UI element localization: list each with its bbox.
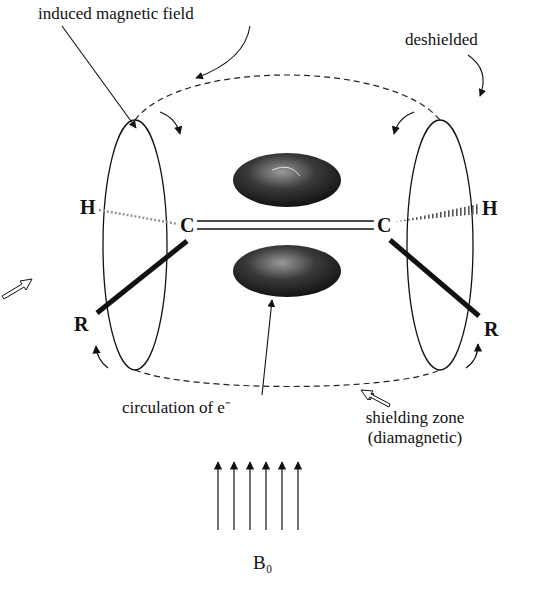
double-bond — [197, 228, 374, 230]
orbital-highlight — [272, 167, 300, 176]
p-orbital-lobe — [233, 153, 341, 207]
hashed-wedge-bond — [394, 204, 479, 222]
p-orbital-lobe — [233, 245, 341, 297]
leader-line — [468, 55, 483, 96]
double-bond — [197, 220, 374, 222]
hollow-arrow — [361, 390, 390, 407]
field-arrow — [160, 112, 180, 134]
callout-label: induced magnetic field — [38, 4, 194, 24]
leader-line — [62, 26, 136, 128]
callout-label: deshielded — [405, 30, 478, 50]
atom-label: C — [180, 214, 194, 237]
field-loop — [103, 120, 167, 370]
field-arrow — [233, 462, 234, 530]
field-arrow — [394, 112, 414, 134]
field-arrow — [217, 462, 218, 530]
field-arrow — [96, 346, 108, 368]
applied-field-arrows — [218, 462, 298, 530]
field-arrow — [265, 462, 266, 530]
callout-label: shielding zone (diamagnetic) — [340, 408, 490, 447]
field-label: B₀ — [253, 552, 272, 574]
field-arrow — [281, 462, 282, 530]
leader-line — [196, 26, 250, 78]
atom-label: H — [80, 196, 96, 219]
atom-label: R — [74, 313, 88, 336]
field-boundary — [135, 75, 440, 120]
callout-label: circulation of e⁻ — [122, 398, 231, 418]
dashed-bond — [99, 210, 178, 224]
field-boundary — [135, 370, 440, 387]
field-loop — [407, 120, 473, 370]
atom-label: C — [377, 214, 391, 237]
field-arrow — [466, 344, 478, 368]
bold-bond — [97, 241, 187, 313]
leader-line — [262, 300, 272, 395]
atom-label: R — [484, 318, 498, 341]
field-arrow — [249, 462, 250, 530]
bold-bond — [390, 240, 479, 316]
hollow-arrow — [2, 279, 32, 299]
field-arrow — [297, 462, 298, 530]
atom-label: H — [482, 197, 498, 220]
